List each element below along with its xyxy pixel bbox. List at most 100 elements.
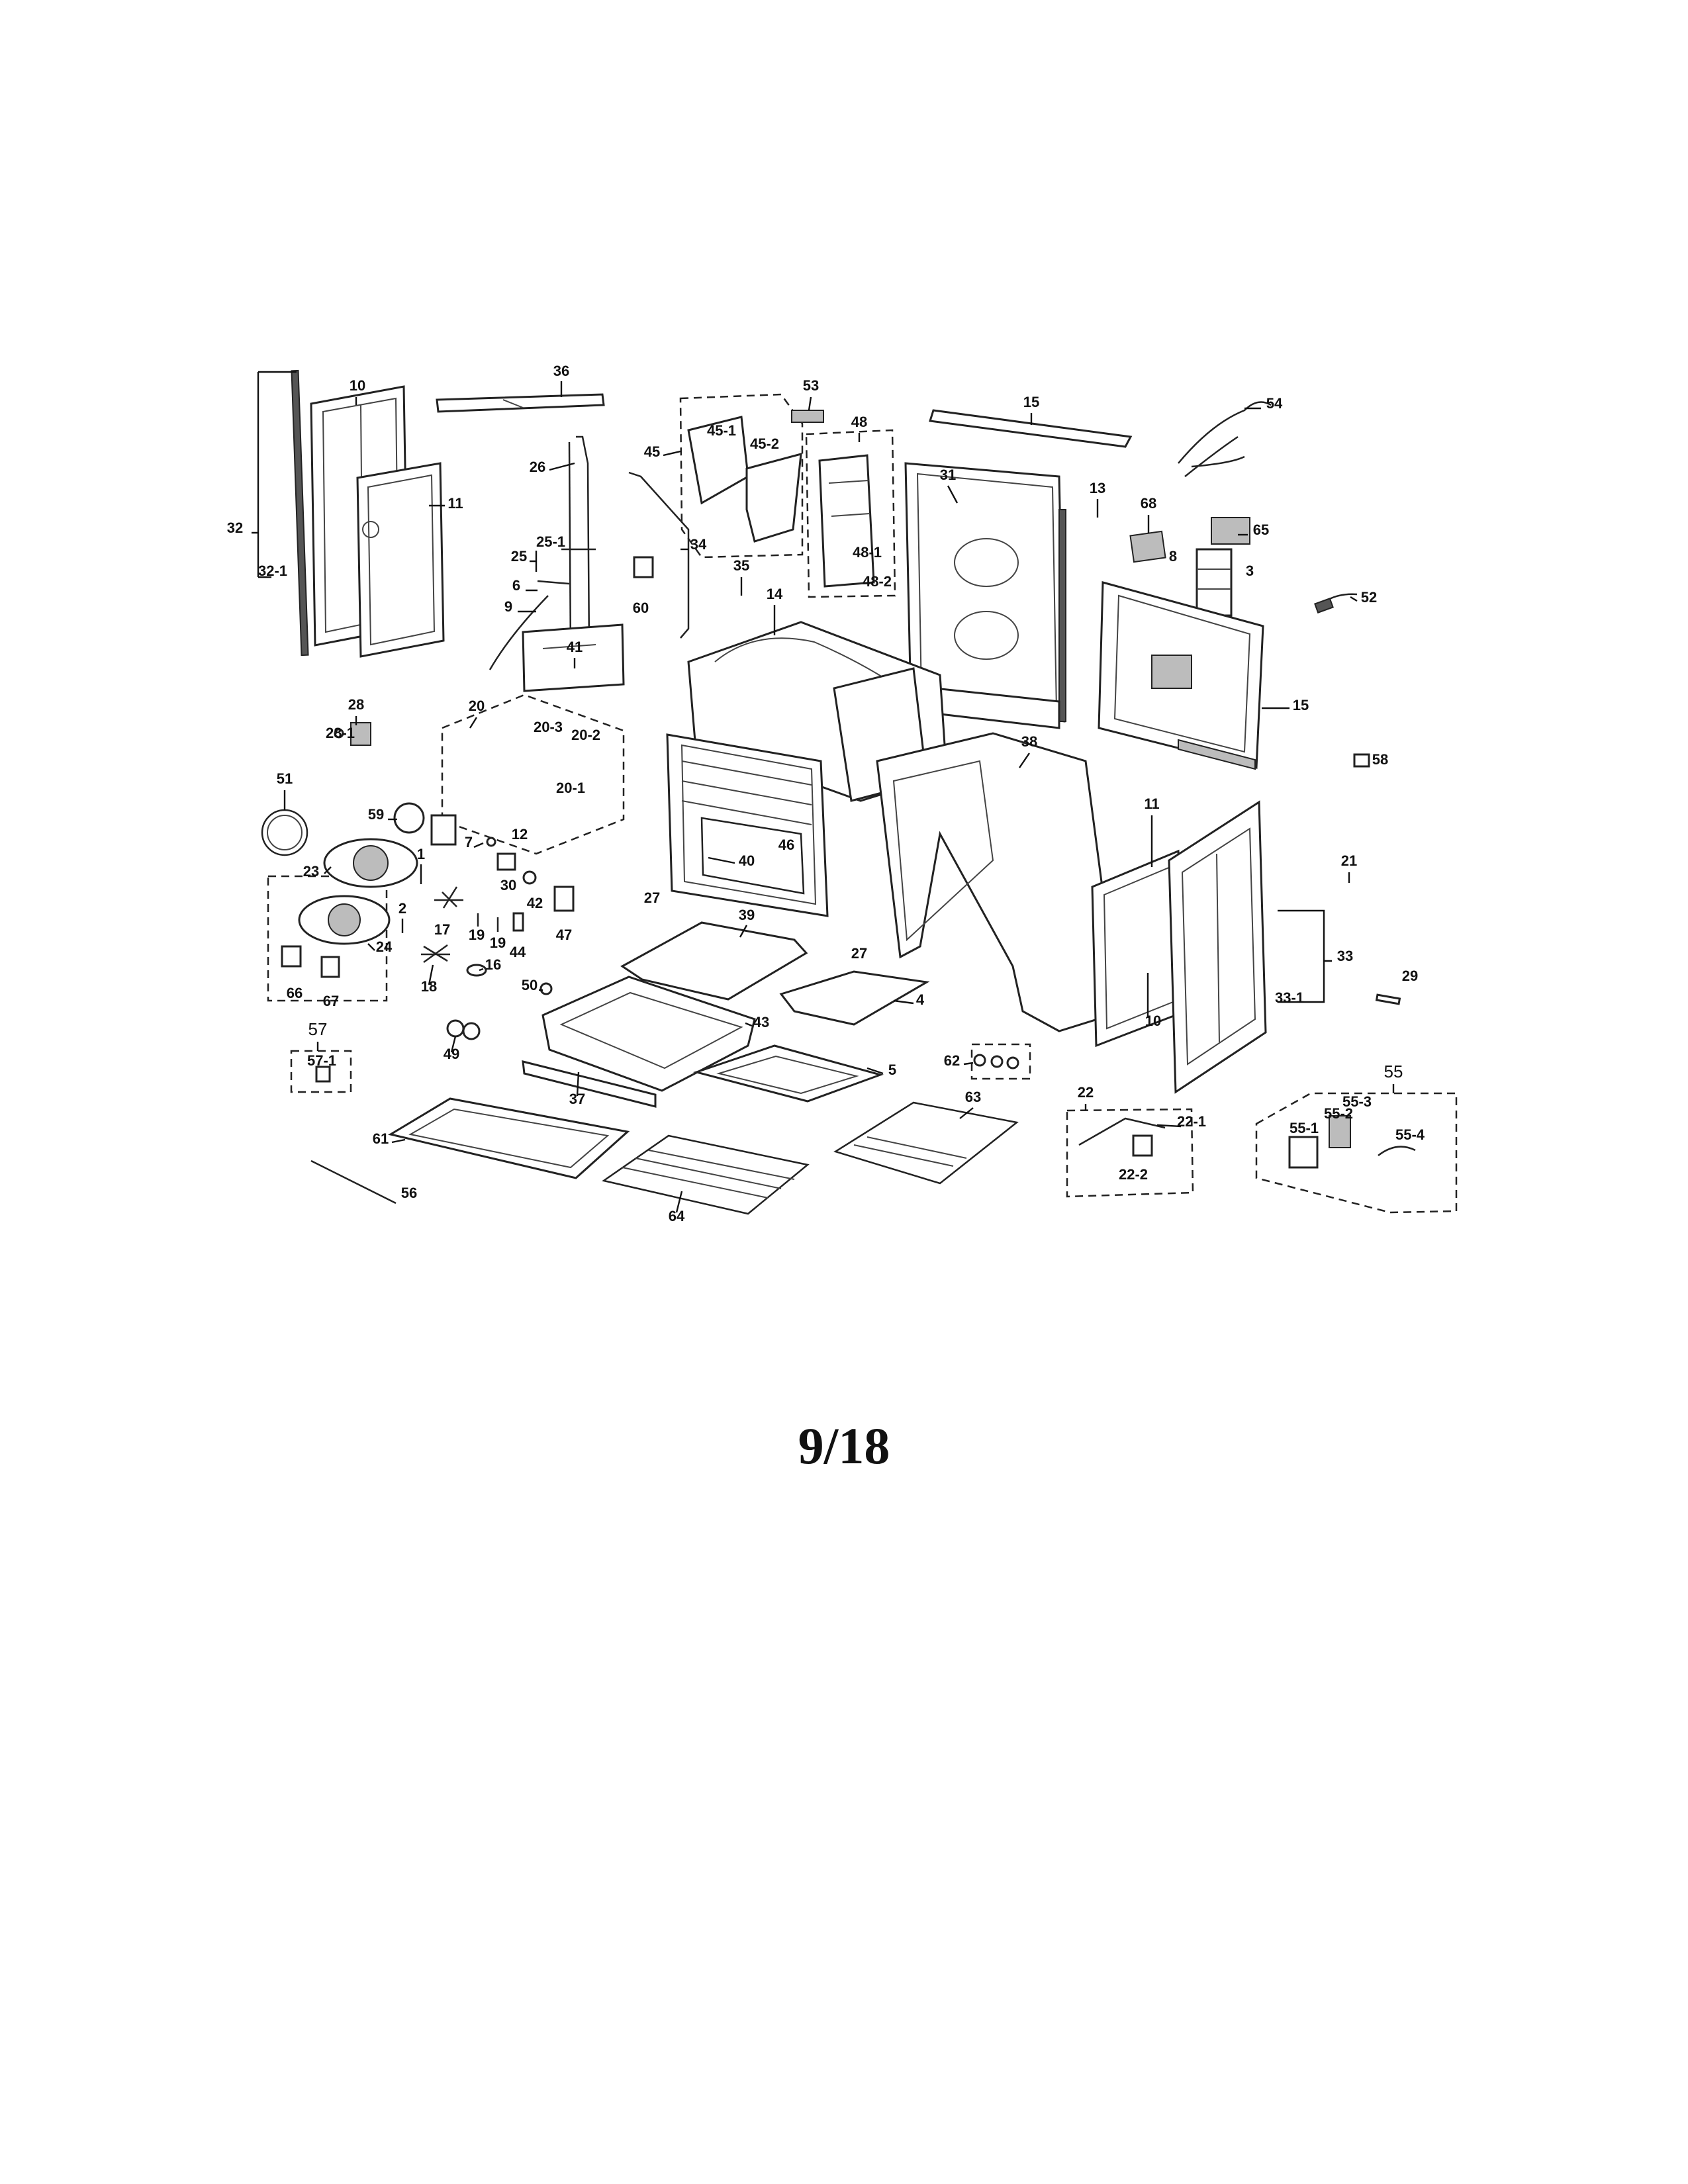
group-box-20 <box>441 694 625 855</box>
callout-c32-1: 32-1 <box>258 563 287 579</box>
callout-c29: 29 <box>1402 968 1418 984</box>
callout-c2: 2 <box>399 900 406 917</box>
group-box-62 <box>970 1043 1031 1080</box>
callout-c42: 42 <box>527 895 543 911</box>
callout-c24: 24 <box>376 938 393 955</box>
callout-c9: 9 <box>504 598 512 615</box>
callout-c58: 58 <box>1372 751 1388 768</box>
callout-c48-2: 48-2 <box>863 573 892 590</box>
callout-c6: 6 <box>512 577 520 594</box>
callout-c55-1: 55-1 <box>1289 1120 1319 1136</box>
part-left-door <box>291 369 445 658</box>
part-right-doors <box>1091 800 1401 1094</box>
callout-c11b: 11 <box>1144 796 1159 812</box>
callout-c50: 50 <box>522 977 538 993</box>
group-box-45 <box>679 393 804 559</box>
part-convection-assembly <box>261 722 575 1083</box>
callout-c31: 31 <box>940 467 956 483</box>
callout-c57-1: 57-1 <box>307 1052 336 1069</box>
callout-c55-4: 55-4 <box>1395 1126 1425 1143</box>
callout-c56: 56 <box>401 1185 417 1201</box>
callout-c59: 59 <box>368 806 384 823</box>
callout-c43: 43 <box>753 1014 769 1030</box>
callout-c20-1: 20-1 <box>556 780 585 796</box>
callout-c22-2: 22-2 <box>1119 1166 1148 1183</box>
callout-c12: 12 <box>512 826 528 842</box>
callout-c48-1: 48-1 <box>853 544 882 561</box>
callout-c51: 51 <box>277 770 293 787</box>
callout-c46: 46 <box>778 837 794 853</box>
part-right-components <box>1129 401 1358 617</box>
callout-c15b: 15 <box>1293 697 1309 713</box>
callout-c34: 34 <box>690 536 707 553</box>
callout-c32: 32 <box>227 520 243 536</box>
callout-c55-3: 55-3 <box>1342 1093 1372 1110</box>
group-box-55 <box>1255 1092 1458 1214</box>
callout-c1: 1 <box>417 846 425 862</box>
group-box-48 <box>805 429 896 598</box>
callout-c25-1: 25-1 <box>536 533 565 550</box>
callout-c19b: 19 <box>490 934 506 951</box>
callout-c62: 62 <box>944 1052 960 1069</box>
group-box-22 <box>1066 1108 1194 1198</box>
callout-c53: 53 <box>803 377 819 394</box>
callout-c55-2: 55-2 <box>1324 1105 1353 1122</box>
callout-c39: 39 <box>739 907 755 923</box>
callout-c17: 17 <box>434 921 450 938</box>
part-right-side-panel <box>1098 581 1370 770</box>
callout-c45: 45 <box>644 443 660 460</box>
callout-c30: 30 <box>500 877 516 893</box>
callout-c26: 26 <box>530 459 545 475</box>
callout-c11a: 11 <box>447 495 463 512</box>
callout-c3: 3 <box>1246 563 1254 579</box>
callout-c8: 8 <box>1169 548 1177 565</box>
part-bottom-assembly <box>310 921 1416 1215</box>
callout-c22-1: 22-1 <box>1177 1113 1206 1130</box>
callout-c54: 54 <box>1266 395 1283 412</box>
callout-c28-1: 28-1 <box>326 725 355 741</box>
callout-c27b: 27 <box>851 945 867 962</box>
callout-c36: 36 <box>553 363 569 379</box>
callout-c21: 21 <box>1341 852 1357 869</box>
callout-c57: 57 <box>308 1019 328 1039</box>
callout-c13: 13 <box>1090 480 1105 496</box>
callout-c45-2: 45-2 <box>750 435 779 452</box>
callout-c20: 20 <box>469 698 485 714</box>
callout-c35: 35 <box>733 557 749 574</box>
callout-c67: 67 <box>323 993 339 1009</box>
part-top-trims <box>436 393 690 692</box>
callout-c14: 14 <box>767 586 783 602</box>
callout-c16: 16 <box>485 956 501 973</box>
callout-c41: 41 <box>567 639 583 655</box>
callout-c18: 18 <box>421 978 437 995</box>
callout-c60: 60 <box>633 600 649 616</box>
callout-c22: 22 <box>1078 1084 1094 1101</box>
callout-c61: 61 <box>373 1130 389 1147</box>
callout-c33: 33 <box>1337 948 1353 964</box>
callout-c49: 49 <box>444 1046 459 1062</box>
group-boxes <box>267 393 1458 1214</box>
part-ducts <box>687 410 875 588</box>
callout-c4: 4 <box>916 991 925 1008</box>
callout-c66: 66 <box>287 985 303 1001</box>
callout-c47: 47 <box>556 927 572 943</box>
callout-c64: 64 <box>669 1208 685 1224</box>
callout-c20-3: 20-3 <box>534 719 563 735</box>
callout-c48: 48 <box>851 414 867 430</box>
callout-c55: 55 <box>1384 1062 1403 1081</box>
callout-c25: 25 <box>511 548 527 565</box>
callout-c27a: 27 <box>644 889 660 906</box>
callout-c52: 52 <box>1361 589 1377 606</box>
callout-c68: 68 <box>1141 495 1156 512</box>
callout-c63: 63 <box>965 1089 981 1105</box>
callout-c38: 38 <box>1021 733 1037 750</box>
callout-c28: 28 <box>348 696 364 713</box>
leader-lines <box>252 371 1395 1213</box>
callout-c44: 44 <box>510 944 526 960</box>
callout-c33-1: 33-1 <box>1275 989 1304 1006</box>
callout-c7: 7 <box>465 834 473 850</box>
callout-c15a: 15 <box>1023 394 1039 410</box>
callout-c45-1: 45-1 <box>707 422 736 439</box>
